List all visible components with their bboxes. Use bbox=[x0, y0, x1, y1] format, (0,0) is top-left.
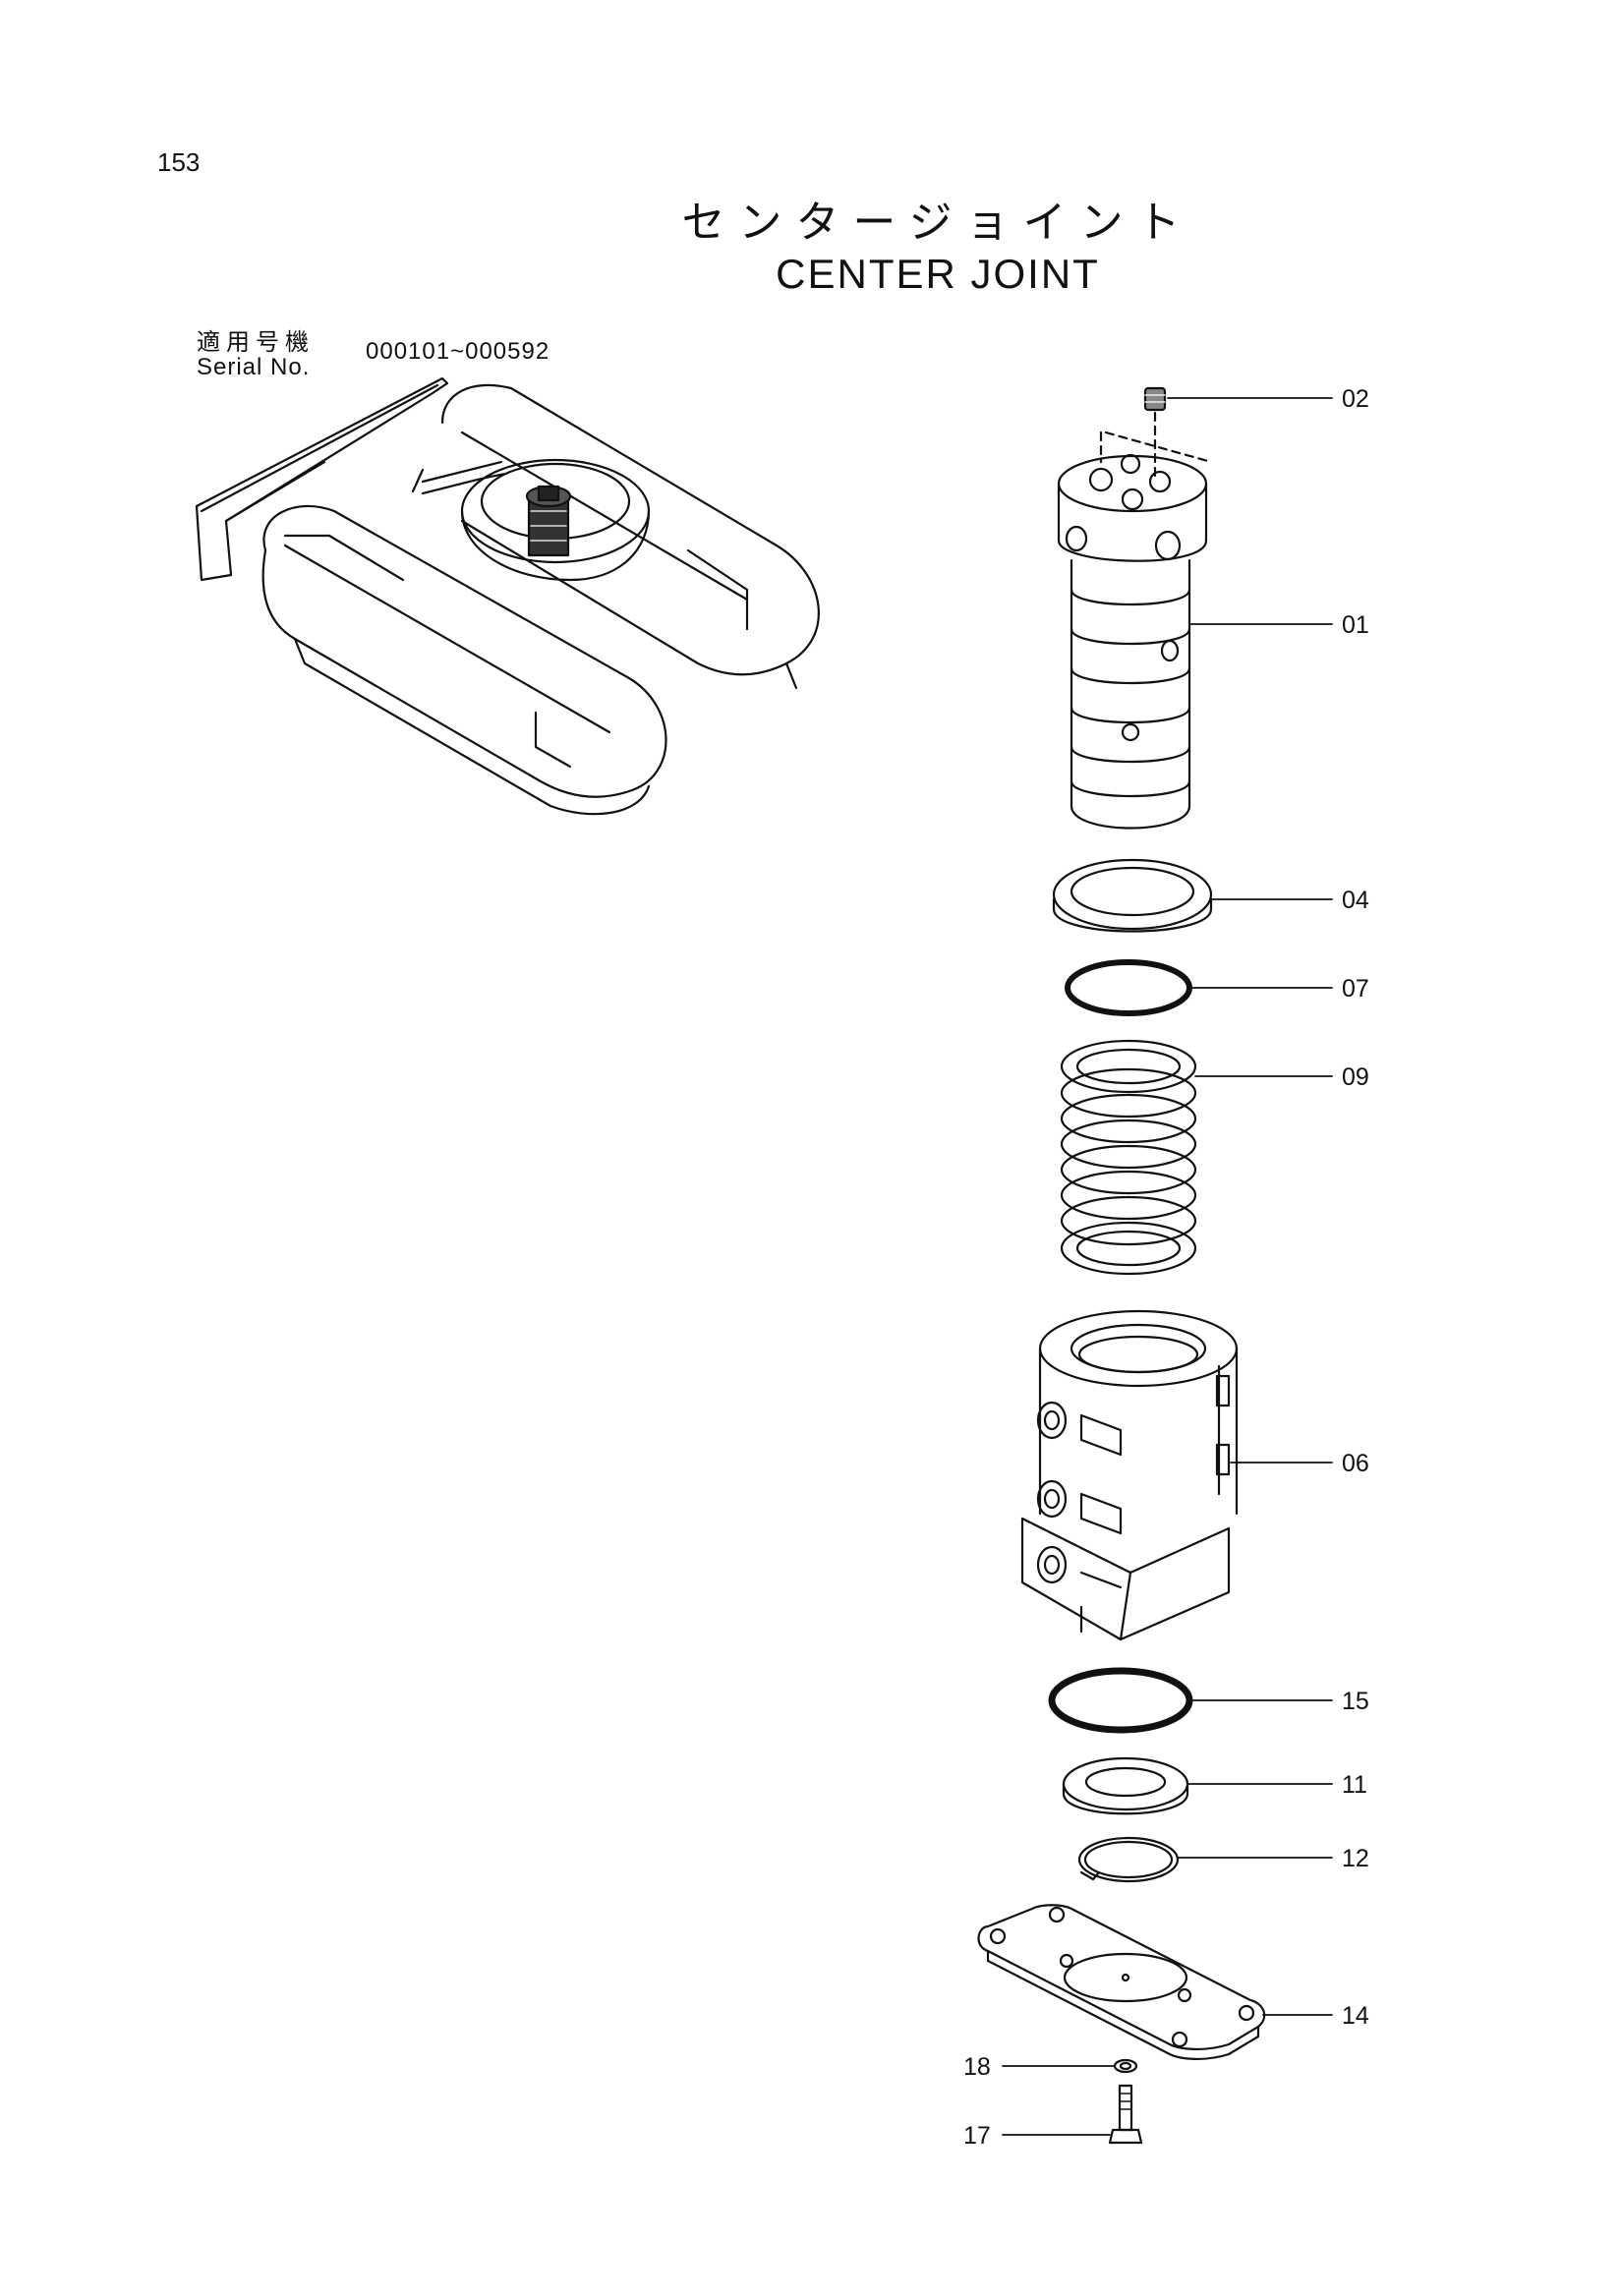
part-17-bolt bbox=[1108, 2084, 1143, 2145]
callout-18: 18 bbox=[963, 2053, 991, 2081]
undercarriage-location-drawing bbox=[195, 376, 820, 816]
callout-14: 14 bbox=[1342, 2002, 1369, 2030]
part-14-cover bbox=[977, 1904, 1266, 2060]
callout-06: 06 bbox=[1342, 1450, 1369, 1477]
part-18-lock-washer bbox=[1113, 2058, 1138, 2074]
page-number: 153 bbox=[157, 147, 201, 177]
part-04-seal-ring bbox=[1052, 858, 1213, 933]
callout-15: 15 bbox=[1342, 1688, 1369, 1715]
part-15-o-ring bbox=[1048, 1667, 1193, 1734]
leader-lines bbox=[1002, 397, 1333, 2136]
title-english: CENTER JOINT bbox=[776, 251, 1100, 297]
serial-label-japanese: 適用号機 bbox=[197, 328, 315, 356]
part-12-snap-ring bbox=[1077, 1836, 1180, 1883]
part-06-body bbox=[1020, 1309, 1239, 1641]
serial-range: 000101~000592 bbox=[366, 338, 550, 365]
serial-label-english: Serial No. bbox=[197, 354, 311, 380]
callout-12: 12 bbox=[1342, 1845, 1369, 1872]
part-09-seal-stack bbox=[1060, 1039, 1197, 1276]
title-japanese: センタージョイント bbox=[681, 198, 1194, 248]
callout-11: 11 bbox=[1342, 1771, 1367, 1799]
callout-01: 01 bbox=[1342, 611, 1369, 639]
callout-02: 02 bbox=[1342, 385, 1369, 413]
part-11-washer bbox=[1062, 1756, 1189, 1815]
callout-17: 17 bbox=[963, 2122, 991, 2150]
callout-04: 04 bbox=[1342, 887, 1369, 914]
callout-09: 09 bbox=[1342, 1063, 1369, 1091]
part-07-o-ring bbox=[1065, 959, 1192, 1016]
part-01-spindle bbox=[1057, 411, 1213, 830]
part-02-plug bbox=[1143, 386, 1167, 412]
callout-07: 07 bbox=[1342, 975, 1369, 1003]
